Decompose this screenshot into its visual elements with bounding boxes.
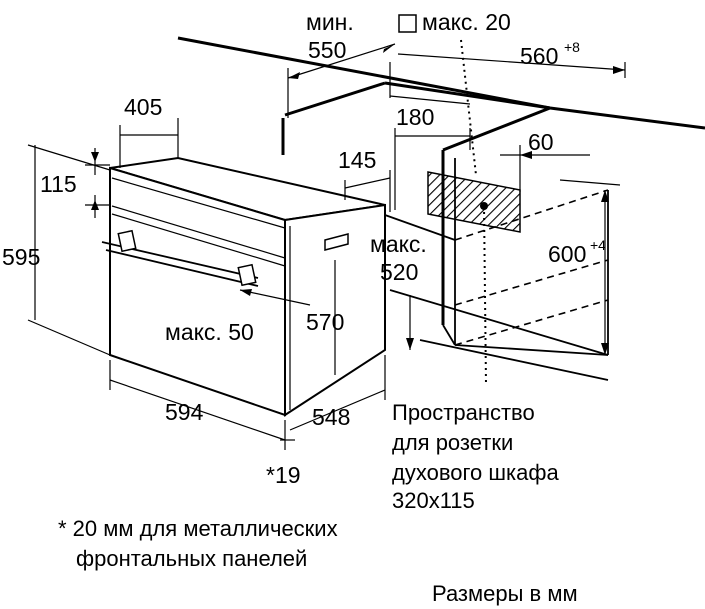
socket-note-line: для розетки [392,430,513,455]
label-max: макс. [370,231,427,257]
label-max-50: макс. 50 [165,319,254,345]
label-115: 115 [40,171,77,197]
label-19-footnote-ref: *19 [266,462,301,488]
socket-note-line: духового шкафа [392,460,559,485]
label-595: 595 [2,244,40,270]
socket-note-line: 320x115 [392,488,475,513]
units-note: Размеры в мм [432,581,578,606]
label-145: 145 [338,147,376,173]
footnote-line: * 20 мм для металлических [58,516,338,541]
label-600: 600 [548,241,586,267]
footnote-line: фронтальных панелей [76,546,307,571]
label-max-20: макс. 20 [422,9,511,35]
label-550: 550 [308,37,346,63]
label-405: 405 [124,94,162,120]
label-594: 594 [165,399,204,425]
square-icon [398,14,417,33]
label-560-sup: +8 [564,39,580,55]
label-min: мин. [306,9,354,35]
dimension-lines [27,43,626,450]
label-560: 560 [520,43,558,69]
socket-area [427,171,521,233]
socket-note: Пространство для розетки духового шкафа … [392,400,559,513]
label-180: 180 [396,104,434,130]
label-520: 520 [380,259,418,285]
label-600-sup: +4 [590,237,606,253]
dimension-labels: мин. 550 макс. 20 560 +8 405 180 60 115 … [2,9,606,488]
cabinet-structure [177,36,705,381]
center-line [460,39,487,386]
label-570: 570 [306,309,344,335]
socket-note-line: Пространство [392,400,535,425]
oven [101,156,386,417]
label-60: 60 [528,129,554,155]
footnote: * 20 мм для металлических фронтальных па… [58,516,338,571]
label-548: 548 [312,404,350,430]
